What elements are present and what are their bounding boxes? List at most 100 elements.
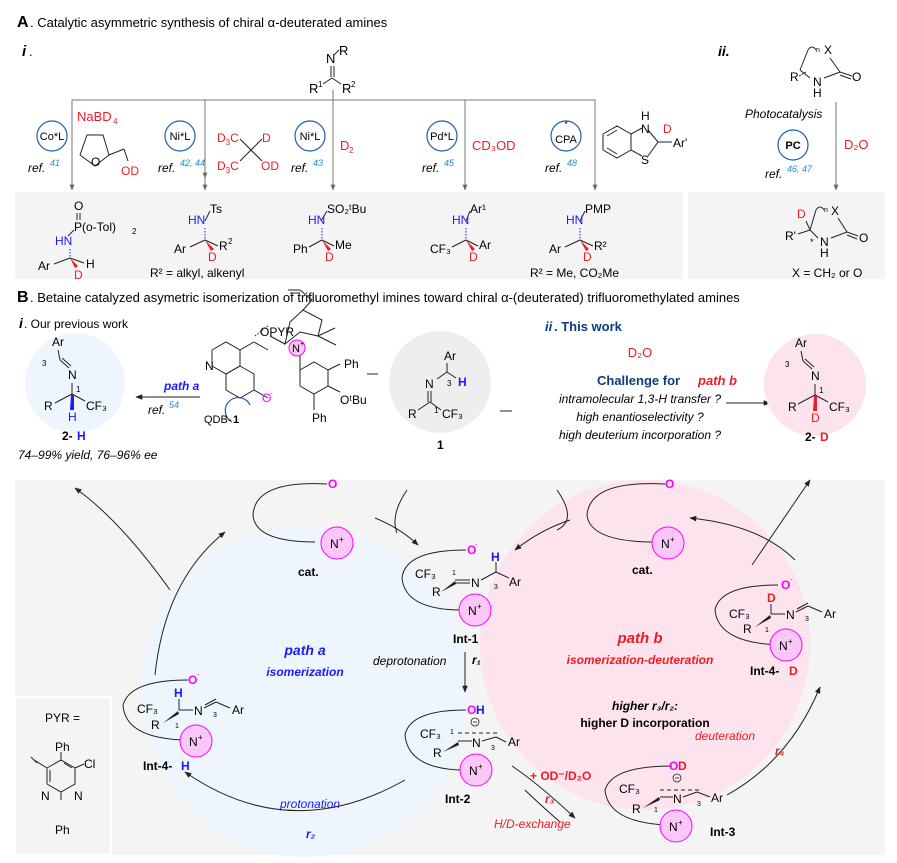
atom-cf3: CF₃ [415,567,436,581]
compound-label: 2- [805,430,816,444]
catalyst-co: Co*L ref. 41 [28,120,68,175]
atom-n: N [330,537,339,551]
int-3: O D CF₃ N 3 Ar R 1 N + Int-3 [604,759,736,843]
catalyst-left: O N + cat. [252,477,354,579]
atom-ar: Ar [711,791,723,805]
atom-n: N [68,368,77,382]
x-note: X = CH₂ or O [792,266,862,280]
prev-work-label: . Our previous work [24,317,129,331]
product-5: PMP HN Ar R² D R² = Me, CO₂Me [530,202,619,280]
atom-h: H [820,246,829,260]
rate-r1: r₁ [472,653,481,667]
atom-o: O [74,199,83,213]
atom-ar: Ar [38,259,50,273]
subscript-n: n [824,207,828,214]
cat-label: cat. [298,565,319,579]
atom-n: N [469,764,478,778]
ref-number: 48 [567,158,577,168]
atom-d: D [797,207,806,221]
products-band-i [15,192,683,279]
compound-label: 1 [437,438,444,452]
cycle-icon [426,120,458,152]
atom-ph: Ph [55,740,70,754]
reagent-d3c-top: D3C [217,131,239,147]
r2-note: R² = alkyl, alkenyl [150,266,244,280]
atom-d: D [74,268,83,282]
atom-o: O [852,70,861,84]
reagent-d2o: D₂O [628,345,653,360]
atom-ar: Ar [549,242,561,256]
reagent-d: D [262,131,271,145]
plus-sign: + [788,637,793,646]
ref-number: 46, 47 [787,164,813,174]
atom-ar: Ar [232,703,244,717]
rate-r3: r₃ [545,792,555,806]
group-pmp: PMP [585,202,611,216]
product-2: Ts HN Ar R 2 D R² = alkyl, alkenyl [150,202,244,280]
this-work: ii . This work D₂O Challenge for path b … [545,319,771,442]
path-a-label: path a [163,379,200,393]
atom-ph: Ph [312,411,327,425]
atom-r1: R [309,81,318,96]
reagent-benzothiazoline: H N D S Ar' [602,109,687,167]
ref-label: ref. [291,161,308,175]
ref-label: ref. [28,161,45,175]
atom-h: H [86,257,95,271]
int-2-label: Int-2 [445,792,471,806]
atom-r2-sup: 2 [351,80,356,89]
cat-label: cat. [632,563,653,577]
atom-o-minus: O [188,673,197,687]
locant-3: 3 [213,712,217,719]
atom-ph: Ph [55,823,70,837]
ratio-line-1: higher r₃/r₂: [612,699,678,713]
minus-sign: - [475,540,478,549]
atom-o: O [91,155,100,169]
atom-d: D [678,759,687,773]
atom-ar: Ar [174,242,186,256]
plus-sign: + [198,733,203,742]
atom-n: N [813,75,822,89]
catalyst-qdb1-labels: OPYR N N + Ph Ph OᵗBu O - QDB- 1 [204,325,367,426]
locant-1: 1 [765,627,769,634]
subscript-n: n [816,47,820,54]
n-plus-node [179,724,213,758]
catalyst-label-num: 1 [233,414,239,426]
panel-a-title: . Catalytic asymmetric synthesis of chir… [30,15,388,30]
reagent-od-d2o: + OD⁻/D₂O [530,769,591,783]
atom-r: R [432,585,441,599]
atom-cf3: CF₃ [86,399,107,413]
cycle-icon [294,120,326,152]
atom-cf3: CF₃ [420,727,441,741]
atom-n: N [669,820,678,834]
atom-o: O [859,231,868,245]
reagent-cd3od: CD₃OD [472,138,516,153]
catalyst-ni-2: Ni*L ref. 43 D 2 [291,120,354,175]
reagent-d3c-bottom: D3C [217,159,239,175]
int-3-label: Int-3 [710,825,736,839]
negative-charge [470,717,480,727]
int-4-h-label-atom: H [181,759,190,773]
ref-label: ref. [765,167,782,181]
plus-sign: + [678,818,683,827]
atom-o-minus: O [467,543,476,557]
atom-n: N [468,604,477,618]
product-4: Ar¹ HN CF₃ Ar D [430,202,491,264]
locant-1: 1 [175,723,179,730]
int-4-h-label: Int-4- [143,759,172,773]
n-plus-highlight [288,339,306,357]
ref-label: ref. [158,161,175,175]
rate-r4: r₄ [775,744,785,758]
catalyst-label: Ni*L [300,131,321,143]
part-ii-label: ii. [718,43,730,59]
atom-n: N [811,369,820,383]
atom-ph: Ph [344,357,359,371]
atom-n: N [41,789,50,803]
atom-n: N [820,235,829,249]
rate-r2: r₂ [306,827,316,841]
reagent-nabd4: NaBD 4 O OD [77,109,139,178]
path-b-subtitle: isomerization-deuteration [567,653,714,667]
chiral-star: * [564,120,567,129]
catalyst-pd: Pd*L ref. 45 CD₃OD [422,120,516,175]
this-work-label: . This work [554,319,623,334]
